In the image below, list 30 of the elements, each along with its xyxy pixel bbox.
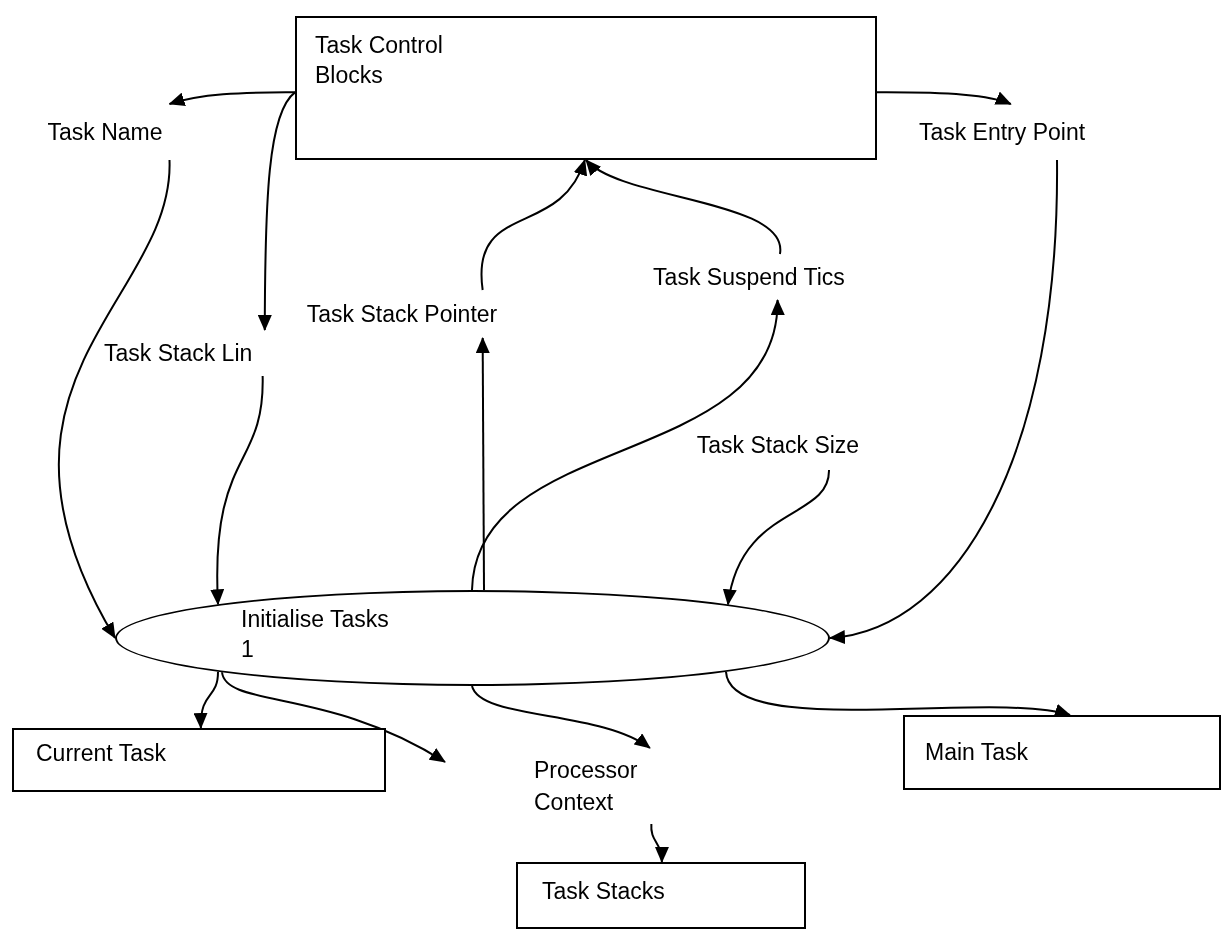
arrow — [475, 337, 490, 591]
process-label: 1 — [241, 635, 254, 664]
box-label: Current Task — [36, 739, 166, 768]
arrow — [650, 823, 669, 863]
process-label: Initialise Tasks — [241, 605, 389, 634]
arrow — [471, 299, 783, 591]
box-label: Main Task — [925, 738, 1029, 767]
arrow — [471, 685, 651, 749]
arrow — [480, 159, 586, 291]
box-label: Task Stacks — [542, 877, 665, 906]
entity-box — [516, 862, 806, 929]
entity-box — [295, 16, 877, 160]
arrow — [876, 91, 1012, 106]
arrow — [585, 159, 781, 255]
arrow — [194, 670, 219, 729]
entity-box — [903, 715, 1221, 790]
arrow — [257, 91, 296, 331]
data-label: Processor Context — [530, 748, 678, 824]
arrow — [221, 671, 446, 763]
data-label: Task Stack Size — [676, 420, 880, 470]
arrow — [168, 91, 296, 107]
box-label: Task Control Blocks — [315, 31, 444, 90]
arrow — [829, 159, 1058, 643]
entity-box — [12, 728, 386, 792]
arrow — [210, 375, 264, 606]
data-label: Task Entry Point — [892, 104, 1112, 160]
data-label: Task Suspend Tics — [630, 254, 868, 300]
arrow — [724, 469, 830, 606]
arrow — [57, 159, 171, 639]
data-label: Task Name — [30, 104, 180, 160]
